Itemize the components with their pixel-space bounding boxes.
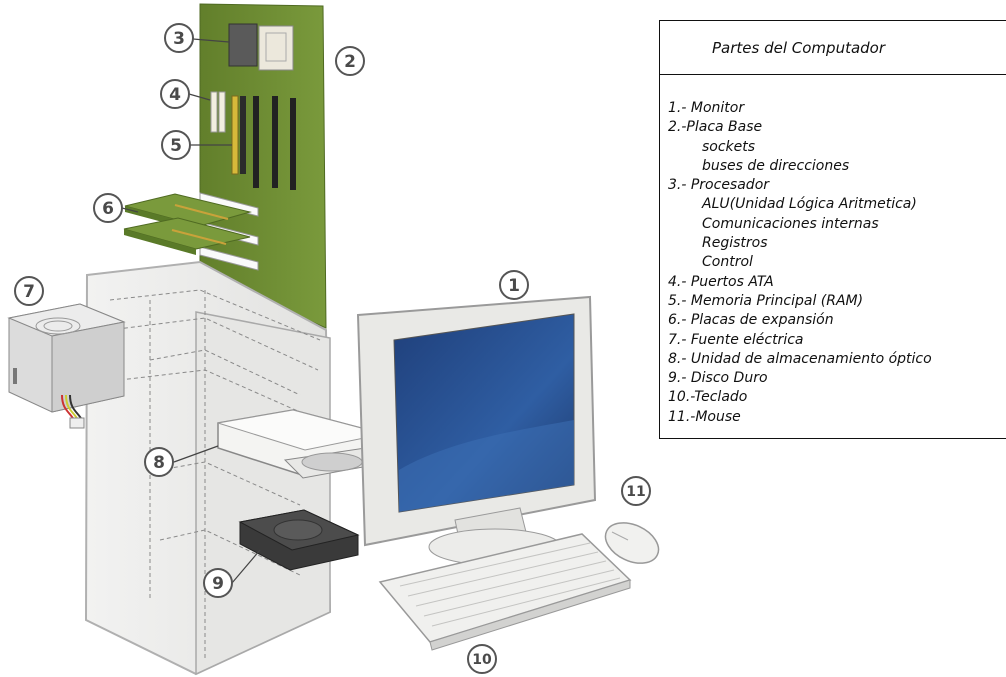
keyboard — [378, 533, 632, 651]
legend-item: Control — [702, 254, 753, 271]
callout-6-label: 6 — [102, 199, 114, 219]
callout-10: 10 — [467, 644, 497, 674]
callout-9: 9 — [203, 568, 233, 598]
expansion-cards — [123, 193, 252, 255]
callout-4: 4 — [160, 79, 190, 109]
callout-7-label: 7 — [23, 282, 35, 302]
callout-2-label: 2 — [344, 52, 356, 72]
callout-8-label: 8 — [153, 453, 165, 473]
hard-disk — [238, 509, 360, 571]
callout-10-label: 10 — [472, 652, 492, 668]
legend-item: 7.- Fuente eléctrica — [668, 331, 804, 348]
legend-item: buses de direcciones — [702, 157, 850, 174]
callout-11: 11 — [621, 476, 651, 506]
monitor — [356, 295, 597, 566]
callout-1: 1 — [499, 270, 529, 300]
legend-title: Partes del Computador — [660, 21, 1006, 75]
legend-item: 5.- Memoria Principal (RAM) — [668, 292, 864, 309]
power-supply — [7, 303, 126, 429]
callout-3: 3 — [164, 23, 194, 53]
callout-5-label: 5 — [170, 136, 182, 156]
callout-8: 8 — [144, 447, 174, 477]
callout-9-label: 9 — [212, 574, 224, 594]
callout-5: 5 — [161, 130, 191, 160]
legend-item: 4.- Puertos ATA — [668, 273, 774, 290]
legend-item: sockets — [702, 138, 756, 155]
legend-item: 6.- Placas de expansión — [668, 312, 834, 329]
legend-item: Registros — [702, 235, 768, 252]
legend-item: 3.- Procesador — [668, 177, 770, 194]
callout-markers: 1 2 3 4 5 6 7 8 — [14, 23, 651, 674]
legend-item: Comunicaciones internas — [702, 215, 879, 232]
callout-2: 2 — [335, 46, 365, 76]
legend-box: Partes del Computador 1.- Monitor 2.-Plac… — [659, 20, 1006, 439]
mouse — [604, 522, 660, 564]
callout-11-label: 11 — [626, 484, 645, 500]
leader-lines — [121, 38, 261, 584]
legend-item: 10.-Teclado — [668, 389, 748, 406]
callout-3-label: 3 — [173, 29, 185, 49]
legend-list: 1.- Monitor 2.-Placa Base sockets buses de … — [660, 75, 1006, 427]
legend-item: 2.-Placa Base — [668, 119, 763, 136]
callout-6: 6 — [93, 193, 123, 223]
legend-item: 1.- Monitor — [668, 100, 745, 116]
legend-item: 9.- Disco Duro — [668, 370, 768, 387]
callout-7: 7 — [14, 276, 44, 306]
callout-1-label: 1 — [508, 276, 520, 296]
legend-item: 8.- Unidad de almacenamiento óptico — [668, 350, 932, 367]
legend-item: 11.-Mouse — [668, 408, 741, 425]
callout-4-label: 4 — [169, 85, 181, 105]
legend-item: ALU(Unidad Lógica Aritmetica) — [702, 196, 917, 213]
